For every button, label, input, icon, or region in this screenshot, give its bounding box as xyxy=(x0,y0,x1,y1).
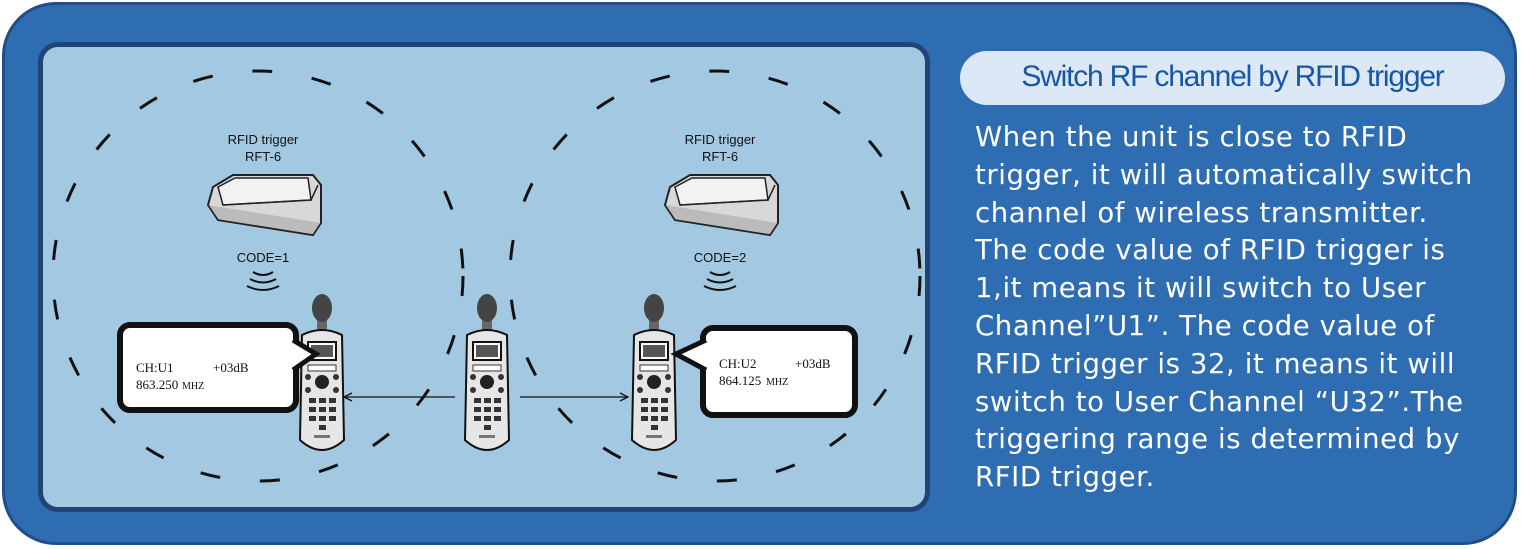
description-line: trigger, it will automatically switch xyxy=(975,158,1473,191)
lcd-left-gain: +03dB xyxy=(213,360,249,375)
trigger-right-code: CODE=2 xyxy=(694,250,746,265)
signal-waves-icon xyxy=(246,271,280,291)
rfid-reader-icon xyxy=(207,174,322,236)
description-line: When the unit is close to RFID xyxy=(975,121,1408,153)
lcd-right-freq: 864.125 xyxy=(719,373,761,388)
lcd-right-unit: MHZ xyxy=(766,377,788,388)
lcd-callout-right: CH:U2 +03dB 864.125 MHZ xyxy=(670,325,858,418)
rfid-trigger-right: RFID trigger RFT-6 CODE=2 xyxy=(664,132,779,291)
description: When the unit is close to RFID trigger, … xyxy=(975,119,1520,497)
signal-waves-icon xyxy=(703,271,737,291)
description-line: triggering range is determined by xyxy=(975,423,1460,456)
trigger-right-name: RFID trigger xyxy=(685,132,756,147)
diagram-illustration: RFID trigger RFT-6 CODE=1 RFID trigger R… xyxy=(51,69,922,483)
rfid-reader-icon xyxy=(664,174,779,236)
diagram-area: RFID trigger RFT-6 CODE=1 RFID trigger R… xyxy=(38,42,930,512)
description-line: RFID trigger. xyxy=(975,461,1155,494)
range-circle-right xyxy=(508,69,922,483)
description-line: 1,it means it will switch to User xyxy=(975,272,1427,305)
trigger-left-name: RFID trigger xyxy=(228,132,299,147)
lcd-right-channel: CH:U2 xyxy=(719,356,757,371)
transmitter-center-icon xyxy=(464,293,510,451)
description-line: switch to User Channel “U32”.The xyxy=(975,385,1464,418)
range-circle-left xyxy=(51,69,465,483)
lcd-right-gain: +03dB xyxy=(795,356,831,371)
rfid-trigger-left: RFID trigger RFT-6 CODE=1 xyxy=(207,132,322,291)
description-line: channel of wireless transmitter. xyxy=(975,196,1428,229)
lcd-callout-left: CH:U1 +03dB 863.250 MHZ xyxy=(117,322,321,413)
lcd-left-freq: 863.250 xyxy=(136,377,178,392)
trigger-right-model: RFT-6 xyxy=(702,149,738,164)
description-line: RFID trigger is 32, it means it will xyxy=(975,347,1456,380)
description-line: Channel”U1”. The code value of xyxy=(975,309,1435,342)
title-pill: Switch RF channel by RFID trigger xyxy=(960,51,1505,105)
lcd-left-unit: MHZ xyxy=(182,381,204,392)
trigger-left-model: RFT-6 xyxy=(245,149,281,164)
lcd-left-channel: CH:U1 xyxy=(136,360,174,375)
description-line: The code value of RFID trigger is xyxy=(975,234,1446,267)
trigger-left-code: CODE=1 xyxy=(237,250,289,265)
page-title: Switch RF channel by RFID trigger xyxy=(1021,60,1444,93)
transmitter-left-icon xyxy=(299,293,345,451)
transmitter-right-icon xyxy=(631,293,677,451)
